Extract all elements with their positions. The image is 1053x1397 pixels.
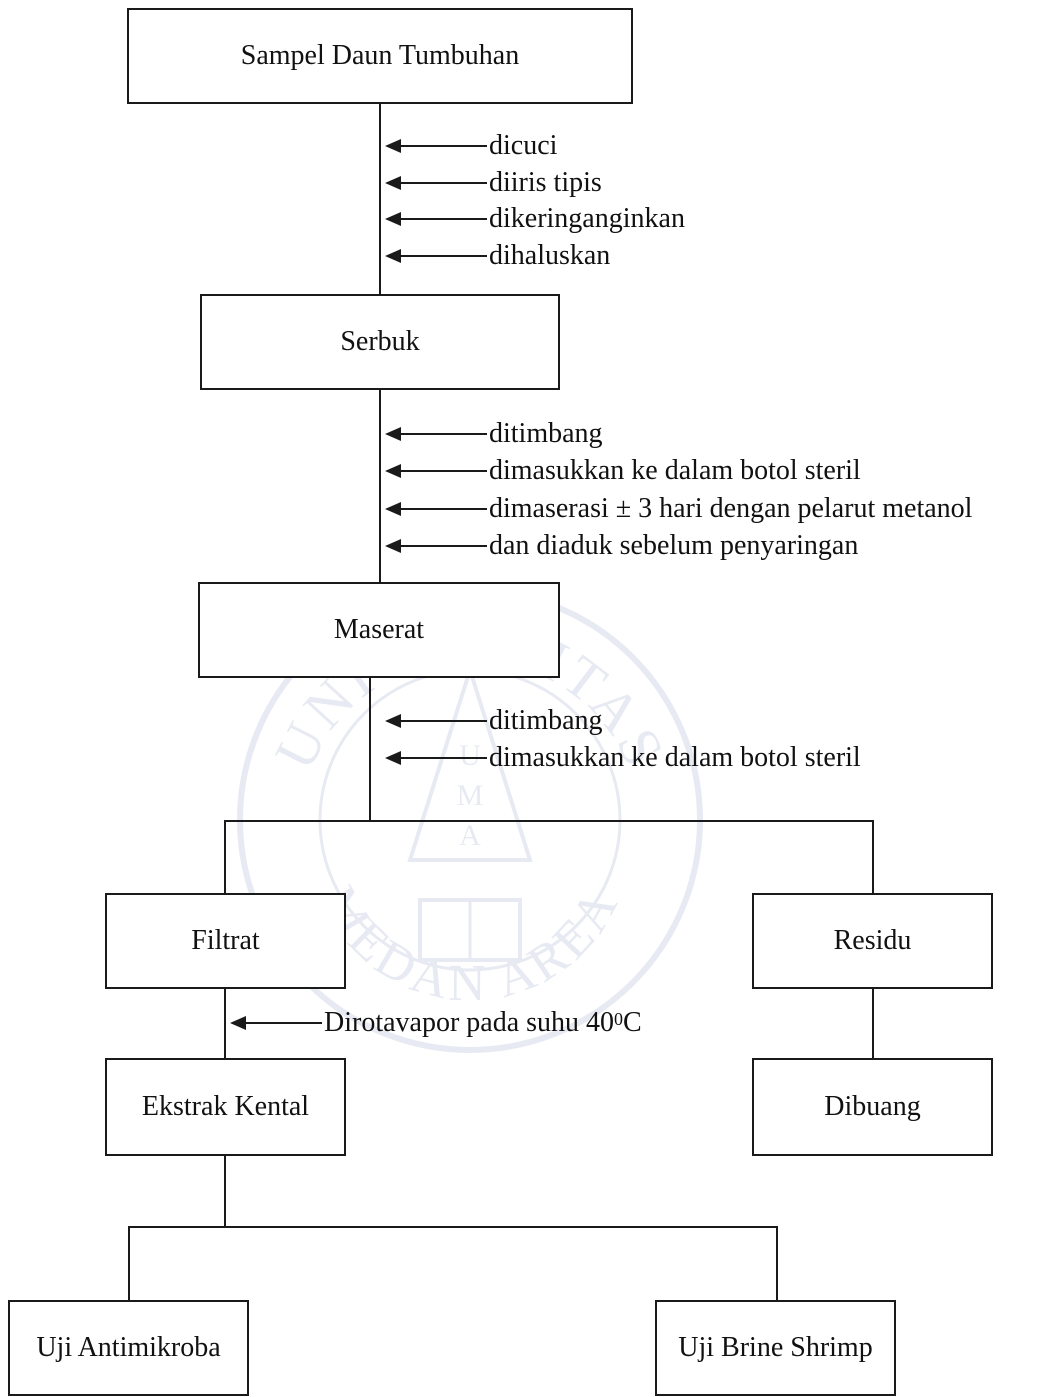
connector-bottom-horizontal	[128, 1226, 778, 1228]
arrow-left-icon	[385, 176, 487, 190]
step-label: diiris tipis	[489, 167, 602, 198]
step-diiris-tipis: diiris tipis	[385, 167, 602, 198]
step-dikeringanginkan: dikeringanginkan	[385, 203, 685, 234]
svg-text:MEDAN AREA: MEDAN AREA	[309, 877, 631, 1012]
connector-split-filtrat	[224, 820, 226, 893]
step-label: dihaluskan	[489, 240, 611, 271]
connector-sampel-serbuk	[379, 104, 381, 294]
step-rotavapor-text: Dirotavapor pada suhu 40	[324, 1007, 615, 1038]
step-label: dikeringanginkan	[489, 203, 685, 234]
step-label: dimaserasi ± 3 hari dengan pelarut metan…	[489, 493, 973, 524]
box-dibuang-label: Dibuang	[824, 1091, 921, 1122]
step-rotavapor-unit: C	[623, 1007, 642, 1038]
step-label: dicuci	[489, 130, 558, 161]
box-uji-brine-label: Uji Brine Shrimp	[678, 1332, 873, 1363]
box-filtrat-label: Filtrat	[191, 925, 260, 956]
arrow-left-icon	[385, 539, 487, 553]
watermark-letter-a: A	[459, 819, 481, 852]
box-serbuk-label: Serbuk	[340, 326, 420, 357]
connector-ekstrak-split	[224, 1156, 226, 1228]
box-serbuk: Serbuk	[200, 294, 560, 390]
box-ekstrak-kental: Ekstrak Kental	[105, 1058, 346, 1156]
connector-residu-dibuang	[872, 989, 874, 1058]
box-uji-antimikroba-label: Uji Antimikroba	[36, 1332, 221, 1363]
box-sampel-label: Sampel Daun Tumbuhan	[240, 40, 520, 71]
box-maserat: Maserat	[198, 582, 560, 678]
arrow-left-icon	[385, 502, 487, 516]
step-label: ditimbang	[489, 705, 603, 736]
box-residu: Residu	[752, 893, 993, 989]
box-ekstrak-label: Ekstrak Kental	[141, 1091, 310, 1122]
step-ditimbang-2: ditimbang	[385, 705, 603, 736]
connector-split-horizontal	[224, 820, 874, 822]
box-uji-antimikroba: Uji Antimikroba	[8, 1300, 249, 1396]
arrow-left-icon	[385, 249, 487, 263]
connector-maserat-split	[369, 678, 371, 822]
step-dimaserasi: dimaserasi ± 3 hari dengan pelarut metan…	[385, 493, 973, 524]
arrow-left-icon	[230, 1016, 322, 1030]
connector-split-antimikroba	[128, 1226, 130, 1300]
arrow-left-icon	[385, 464, 487, 478]
step-ditimbang-1: ditimbang	[385, 418, 603, 449]
step-diaduk: dan diaduk sebelum penyaringan	[385, 530, 859, 561]
step-label: ditimbang	[489, 418, 603, 449]
box-dibuang: Dibuang	[752, 1058, 993, 1156]
watermark-letter-m: M	[457, 779, 484, 812]
arrow-left-icon	[385, 427, 487, 441]
box-sampel-daun-tumbuhan: Sampel Daun Tumbuhan	[127, 8, 633, 104]
arrow-left-icon	[385, 714, 487, 728]
step-dicuci: dicuci	[385, 130, 558, 161]
step-label: dimasukkan ke dalam botol steril	[489, 455, 861, 486]
connector-split-residu	[872, 820, 874, 893]
arrow-left-icon	[385, 139, 487, 153]
box-maserat-label: Maserat	[333, 614, 425, 645]
step-dihaluskan: dihaluskan	[385, 240, 611, 271]
step-rotavapor-superscript: 0	[614, 1008, 624, 1029]
box-filtrat: Filtrat	[105, 893, 346, 989]
connector-filtrat-ekstrak	[224, 989, 226, 1058]
watermark-bottom-text: MEDAN AREA	[309, 877, 627, 1012]
box-residu-label: Residu	[833, 925, 912, 956]
connector-serbuk-maserat	[379, 390, 381, 582]
step-label: dan diaduk sebelum penyaringan	[489, 530, 859, 561]
step-dimasukkan-botol-1: dimasukkan ke dalam botol steril	[385, 455, 861, 486]
arrow-left-icon	[385, 751, 487, 765]
step-dimasukkan-botol-2: dimasukkan ke dalam botol steril	[385, 742, 861, 773]
box-uji-brine-shrimp: Uji Brine Shrimp	[655, 1300, 896, 1396]
step-label: dimasukkan ke dalam botol steril	[489, 742, 861, 773]
connector-split-brine	[776, 1226, 778, 1300]
arrow-left-icon	[385, 212, 487, 226]
